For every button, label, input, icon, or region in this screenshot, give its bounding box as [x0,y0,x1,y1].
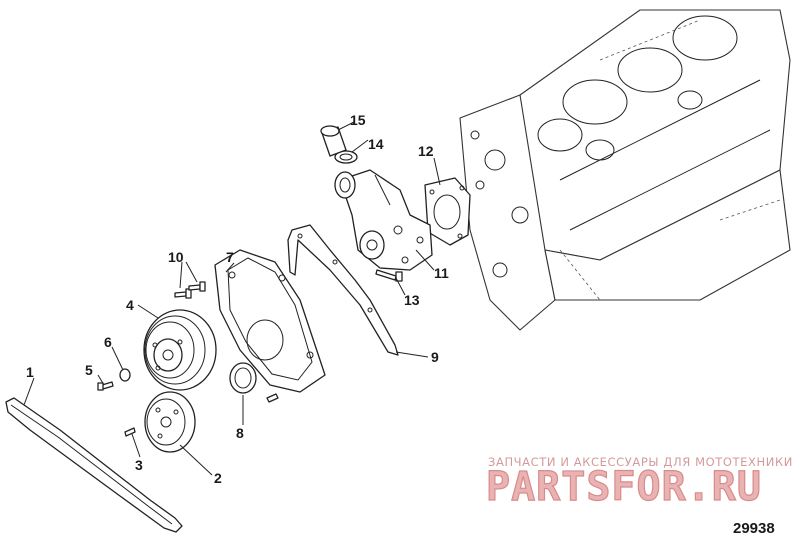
callout-12: 12 [418,143,434,159]
timing-cover-7 [214,249,326,393]
watermark: ЗАПЧАСТИ И АКСЕССУАРЫ ДЛЯ МОТОТЕХНИКИ PA… [485,455,793,511]
watermark-tagline: ЗАПЧАСТИ И АКСЕССУАРЫ ДЛЯ МОТОТЕХНИКИ [488,455,793,469]
pulley-4 [143,309,217,391]
callout-14: 14 [368,136,384,152]
engine-block [459,9,791,331]
hose-15 [320,125,347,157]
figure-number: 29938 [733,520,775,537]
callout-7: 7 [226,249,234,265]
watermark-logo: PARTSFOR.RU [486,464,762,510]
callout-11: 11 [434,265,449,281]
belt-1 [5,397,183,533]
callout-2: 2 [214,470,222,486]
gasket-9 [287,224,399,356]
pulley-2 [144,391,196,453]
callout-4: 4 [126,297,134,313]
seal-8 [229,362,257,394]
callout-8: 8 [236,425,244,441]
callout-3: 3 [135,457,143,473]
callout-5: 5 [85,362,93,378]
callout-9: 9 [431,349,439,365]
bolt-3 [124,427,136,437]
water-pump-11 [334,169,433,271]
gasket-12 [424,177,471,246]
callout-10: 10 [168,249,184,265]
bolt-13 [375,269,403,282]
callout-13: 13 [404,292,420,308]
washer-6 [119,368,131,382]
leader-lines [23,121,441,476]
hose-clamp-14 [334,150,358,164]
bolt-5 [97,381,114,391]
callout-15: 15 [350,112,366,128]
callout-6: 6 [104,334,112,350]
callout-1: 1 [26,364,34,380]
cover-bolt [266,393,279,403]
bolts-10 [174,281,206,299]
